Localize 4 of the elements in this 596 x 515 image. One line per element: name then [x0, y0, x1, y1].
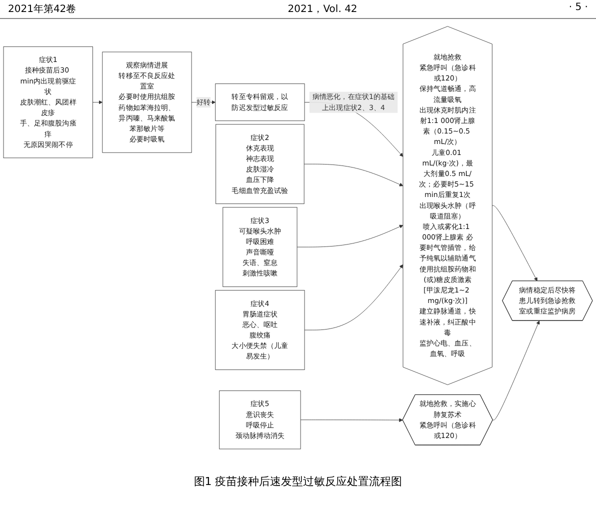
header-text: 2021，Vol. 42: [288, 3, 358, 16]
header-text: · 5 ·: [568, 2, 588, 15]
header-text: 2021年第42卷: [8, 3, 76, 16]
figure-caption: 图1 疫苗接种后速发型过敏反应处置流程图: [192, 474, 404, 489]
